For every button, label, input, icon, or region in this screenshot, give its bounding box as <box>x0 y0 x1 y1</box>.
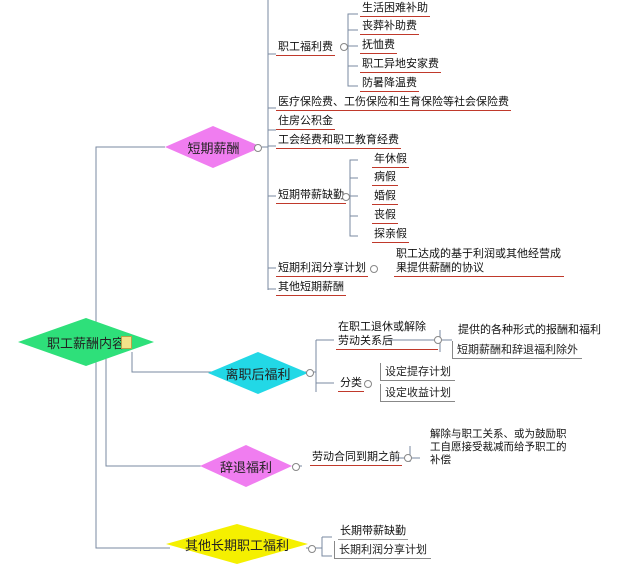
profit-sharing-detail: 职工达成的基于利润或其他经营成果提供薪酬的协议 <box>394 247 564 277</box>
absence-item-3: 婚假 <box>372 189 398 205</box>
collapse-toggle-welfare[interactable] <box>340 43 348 51</box>
collapse-toggle-classification[interactable] <box>364 380 372 388</box>
collapse-toggle-other-long-term[interactable] <box>308 545 316 553</box>
termination-condition: 劳动合同到期之前 <box>310 450 402 466</box>
post-employment-node[interactable]: 离职后福利 <box>208 352 308 394</box>
long-term-item-2: 长期利润分享计划 <box>334 541 431 559</box>
definition-item-2: 短期薪酬和辞退福利除外 <box>452 341 582 359</box>
welfare-label: 职工福利费 <box>276 40 335 56</box>
welfare-item-3: 抚恤费 <box>360 38 397 54</box>
classification-item-1: 设定提存计划 <box>380 363 455 381</box>
collapse-toggle-condition[interactable] <box>404 454 412 462</box>
welfare-item-1: 生活困难补助 <box>360 1 430 17</box>
root-node[interactable]: 职工薪酬内容 <box>18 318 154 366</box>
classification-item-2: 设定收益计划 <box>380 384 455 402</box>
collapse-toggle-absence[interactable] <box>342 193 350 201</box>
collapse-toggle-profit-sharing[interactable] <box>370 265 378 273</box>
short-term-node[interactable]: 短期薪酬 <box>165 126 262 168</box>
absence-item-4: 丧假 <box>372 208 398 224</box>
housing-fund-label: 住房公积金 <box>276 114 335 130</box>
social-insurance-label: 医疗保险费、工伤保险和生育保险等社会保险费 <box>276 95 511 111</box>
termination-detail: 解除与职工关系、或为鼓励职工自愿接受裁减而给予职工的补偿 <box>430 428 567 466</box>
post-employment-definition: 在职工退休或解除劳动关系后 <box>336 320 438 350</box>
other-long-term-node[interactable]: 其他长期职工福利 <box>166 524 308 564</box>
other-short-term-label: 其他短期薪酬 <box>276 280 346 296</box>
collapse-toggle-definition[interactable] <box>434 336 442 344</box>
definition-item-1: 提供的各种形式的报酬和福利 <box>458 323 601 336</box>
absence-item-2: 病假 <box>372 170 398 186</box>
union-fund-label: 工会经费和职工教育经费 <box>276 133 401 149</box>
termination-label: 辞退福利 <box>219 460 272 476</box>
collapse-toggle-short-term[interactable] <box>254 144 262 152</box>
absence-item-1: 年休假 <box>372 152 409 168</box>
other-long-term-label: 其他长期职工福利 <box>184 538 289 554</box>
welfare-item-2: 丧葬补助费 <box>360 19 419 35</box>
welfare-item-4: 职工异地安家费 <box>360 57 441 73</box>
absence-label: 短期带薪缺勤 <box>276 188 346 204</box>
termination-node[interactable]: 辞退福利 <box>200 445 292 487</box>
long-term-item-1: 长期带薪缺勤 <box>338 524 408 540</box>
absence-item-5: 探亲假 <box>372 227 409 243</box>
welfare-item-5: 防暑降温费 <box>360 76 419 92</box>
post-employment-label: 离职后福利 <box>225 367 291 383</box>
note-icon[interactable] <box>121 336 132 349</box>
classification-label: 分类 <box>338 376 364 392</box>
root-label: 职工薪酬内容 <box>46 336 125 352</box>
profit-sharing-label: 短期利润分享计划 <box>276 261 368 277</box>
short-term-label: 短期薪酬 <box>187 141 240 157</box>
collapse-toggle-termination[interactable] <box>292 463 300 471</box>
collapse-toggle-post-employment[interactable] <box>306 369 314 377</box>
